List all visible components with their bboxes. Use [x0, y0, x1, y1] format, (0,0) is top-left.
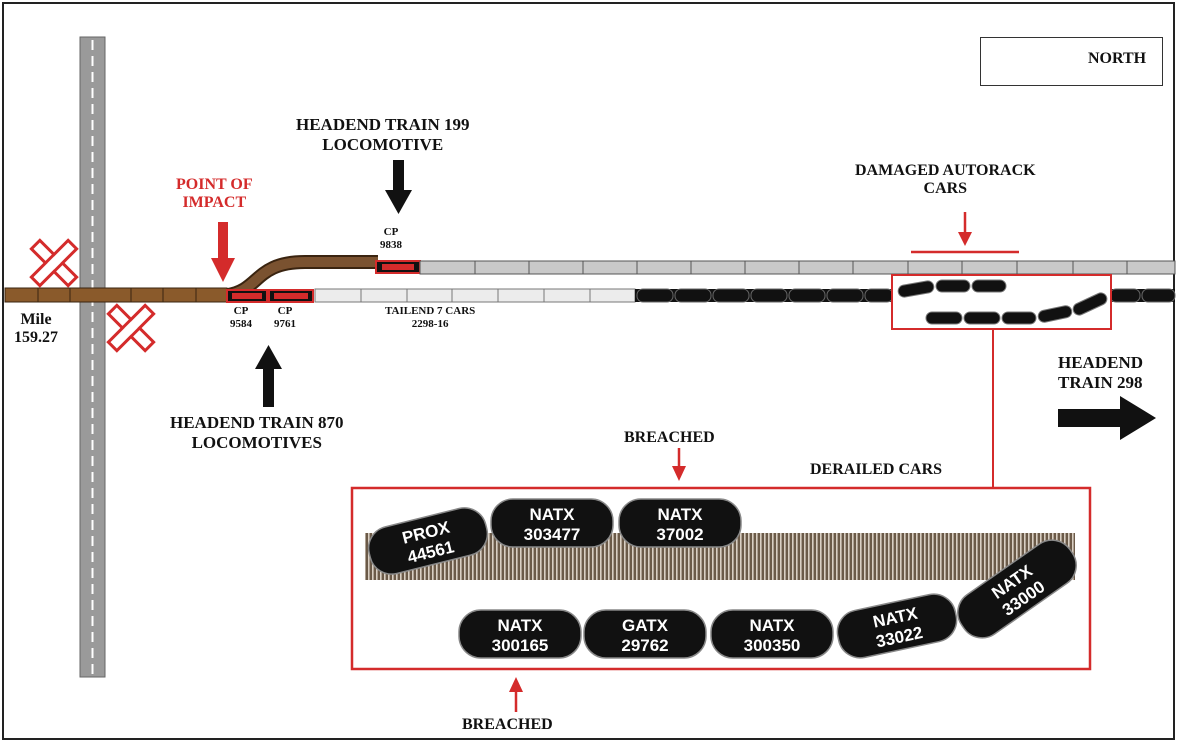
car-number: 300165: [492, 636, 549, 655]
tailend-label: TAILEND 7 CARS 2298-16: [385, 305, 475, 330]
loco-9838-label: CP 9838: [380, 226, 402, 251]
road: [79, 36, 106, 678]
loco-9584-label: CP 9584: [230, 305, 252, 330]
compass-label: NORTH: [1088, 50, 1147, 67]
arrow-right-icon: [1058, 396, 1156, 440]
tank-car: NATX 33022: [836, 593, 958, 659]
car-owner: NATX: [497, 616, 543, 635]
compass-box: [980, 37, 1163, 86]
tank-car: NATX 303477: [490, 498, 614, 548]
tailend-line1: TAILEND 7 CARS: [385, 305, 476, 317]
breached-top-label: BREACHED: [624, 429, 715, 446]
loco-9761-line2: 9761: [274, 317, 296, 330]
tank-car: PROX 44561: [367, 507, 489, 575]
train-870-label: HEADEND TRAIN 870 LOCOMOTIVES: [170, 413, 344, 452]
loco-9761-line1: CP: [277, 305, 293, 317]
car-number: 37002: [656, 525, 703, 544]
locomotive-cp-9838: [375, 260, 421, 274]
derailed-cluster-small: [891, 274, 1112, 330]
train-298-line1: HEADEND: [1058, 353, 1144, 372]
damaged-autorack-line2: CARS: [923, 180, 968, 198]
car-owner: NATX: [529, 505, 575, 524]
crossing-sign-icon: [106, 303, 156, 353]
train-199-consist: [419, 260, 1176, 275]
breached-bottom-label: BREACHED: [462, 716, 553, 733]
derailed-cars-title: DERAILED CARS: [810, 461, 943, 478]
arrow-up-icon: [509, 677, 523, 712]
car-number: 300350: [744, 636, 801, 655]
arrow-down-icon: [672, 448, 686, 481]
loco-9838-line2: 9838: [380, 238, 402, 251]
train-199-label: HEADEND TRAIN 199 LOCOMOTIVE: [296, 115, 470, 154]
damaged-autorack-line1: DAMAGED AUTORACK: [855, 162, 1036, 179]
arrow-down-icon: [211, 222, 235, 282]
tank-car: GATX 29762: [583, 609, 707, 659]
point-of-impact-line1: POINT OF: [176, 176, 253, 193]
train-298-line2: TRAIN 298: [1058, 372, 1143, 392]
arrow-down-icon: [958, 212, 972, 246]
car-number: 303477: [524, 525, 581, 544]
damaged-autorack-label: DAMAGED AUTORACK CARS: [855, 162, 1036, 199]
car-owner: NATX: [749, 616, 795, 635]
train-199-line2: LOCOMOTIVE: [322, 134, 444, 154]
loco-9761-label: CP 9761: [274, 305, 296, 330]
mile-value: 159.27: [14, 329, 58, 347]
car-owner: NATX: [657, 505, 703, 524]
arrow-down-icon: [385, 160, 412, 214]
locomotive-cp-9584: [226, 289, 268, 303]
tailend-line2: 2298-16: [411, 317, 449, 330]
mile-marker: Mile 159.27: [14, 311, 58, 348]
point-of-impact-line2: IMPACT: [182, 194, 247, 212]
car-number: 29762: [621, 636, 668, 655]
tank-car: NATX 300165: [458, 609, 582, 659]
tank-car: NATX 37002: [618, 498, 742, 548]
tank-car: NATX 300350: [710, 609, 834, 659]
loco-9838-line1: CP: [383, 226, 399, 238]
loco-9584-line1: CP: [233, 305, 249, 317]
arrow-up-icon: [255, 345, 282, 407]
train-199-line1: HEADEND TRAIN 199: [296, 115, 470, 134]
loco-9584-line2: 9584: [230, 317, 252, 330]
mile-label: Mile: [20, 311, 52, 328]
tailend-cars: [314, 288, 636, 303]
train-870-line1: HEADEND TRAIN 870: [170, 413, 344, 432]
main-track-west: [4, 287, 228, 303]
crossing-sign-icon: [29, 238, 79, 288]
locomotive-cp-9761: [268, 289, 314, 303]
train-298-label: HEADEND TRAIN 298: [1058, 353, 1143, 392]
point-of-impact-label: POINT OF IMPACT: [176, 176, 253, 213]
train-870-line2: LOCOMOTIVES: [191, 432, 322, 452]
car-owner: GATX: [622, 616, 669, 635]
